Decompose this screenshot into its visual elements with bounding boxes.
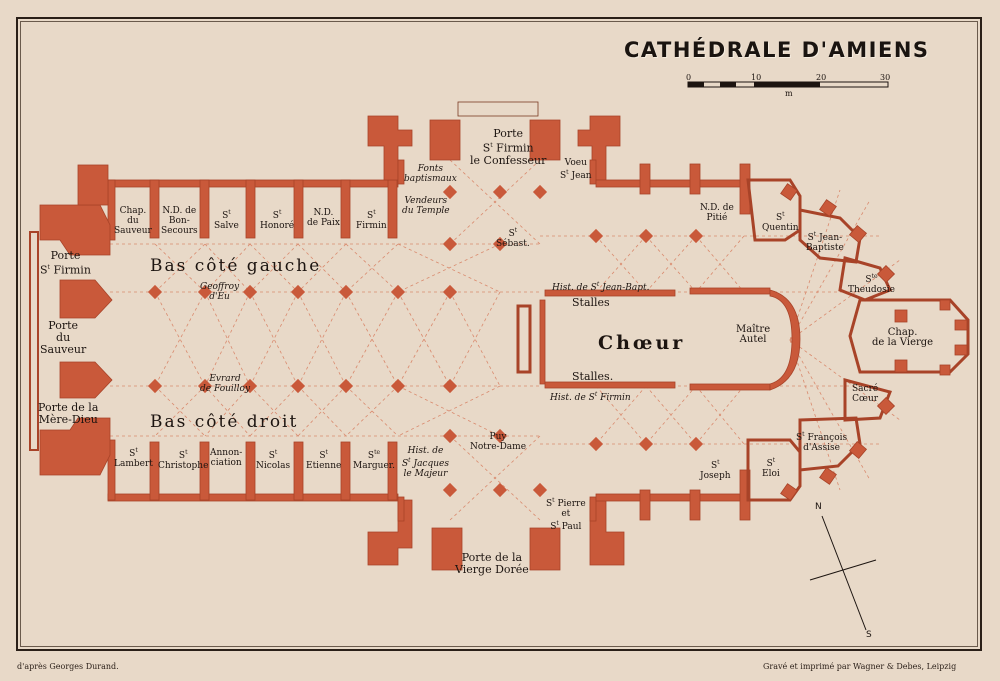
scale-tick-10: 10 — [751, 73, 762, 82]
label-hist-st-firmin: Hist. de St Firmin — [550, 391, 631, 403]
compass-north: N — [815, 502, 822, 512]
label-st-jean-baptiste: St Jean-Baptiste — [806, 231, 844, 253]
label-bas-cote-gauche: Bas côté gauche — [150, 256, 322, 276]
label-hist-st-jean-bapt: Hist. de St Jean-Bapt. — [552, 281, 650, 293]
scale-tick-20: 20 — [816, 73, 827, 82]
credit-right: Gravé et imprimé par Wagner & Debes, Lei… — [763, 662, 957, 671]
label-bas-cote-droit: Bas côté droit — [150, 412, 299, 432]
label-chapel-annonciation: Annon-ciation — [210, 448, 243, 468]
masonry — [29, 101, 970, 571]
scale-tick-0: 0 — [686, 73, 692, 82]
compass-rose — [809, 515, 877, 631]
scale-tick-30: 30 — [880, 73, 891, 82]
vault-lines — [110, 159, 901, 521]
label-chap-vierge: Chap.de la Vierge — [872, 327, 934, 348]
label-choeur: Chœur — [598, 332, 686, 354]
label-stalles-top: Stalles — [572, 296, 610, 309]
label-stalles-bottom: Stalles. — [572, 370, 614, 383]
piers — [147, 184, 704, 498]
label-chapel-nd-de-paix: N.D.de Paix — [307, 208, 340, 228]
scale-bar — [687, 81, 889, 88]
map-frame — [16, 17, 982, 651]
map-title: CATHÉDRALE D'AMIENS — [624, 38, 930, 62]
compass-south: S — [866, 630, 872, 640]
credit-left: d'après Georges Durand. — [17, 662, 119, 671]
map-frame-inner — [20, 21, 978, 647]
scale-unit: m — [785, 89, 793, 98]
